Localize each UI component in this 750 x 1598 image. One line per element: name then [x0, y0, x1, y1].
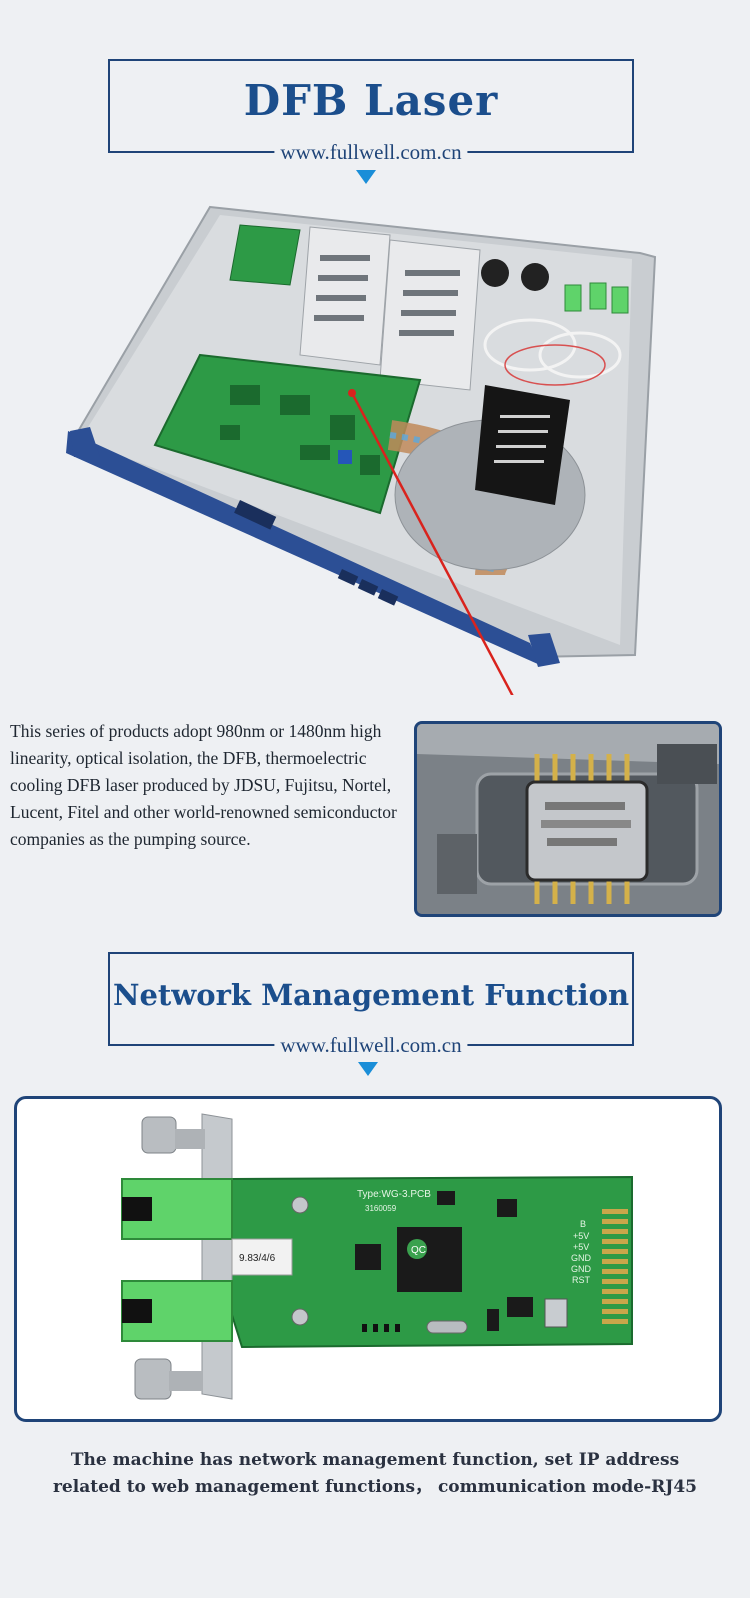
pin-label: +5V: [573, 1231, 589, 1241]
network-card-image: QC Type:WG-3.PCB 3160059 B +5V +5V GND G…: [121, 1113, 633, 1400]
section-title: DFB Laser: [243, 76, 499, 125]
network-description-line1: The machine has network management funct…: [70, 1450, 680, 1470]
section-title: Network Management Function: [112, 978, 630, 1012]
website-url[interactable]: www.fullwell.com.cn: [274, 1034, 468, 1056]
pin-label: +5V: [573, 1242, 589, 1252]
laser-module-image: [417, 724, 719, 914]
chip-label: QC: [411, 1245, 426, 1256]
pcb-type-label: Type:WG-3.PCB: [357, 1189, 431, 1200]
pcb-id-label: 3160059: [365, 1204, 397, 1213]
laser-description: This series of products adopt 980nm or 1…: [10, 721, 397, 849]
section-heading-network: Network Management Function www.fullwell…: [108, 952, 634, 1056]
pin-label: GND: [571, 1253, 592, 1263]
down-arrow-icon: [356, 170, 376, 184]
sticker-label: 9.83/4/6: [239, 1253, 276, 1264]
pin-label: RST: [572, 1275, 591, 1285]
down-arrow-icon: [358, 1062, 378, 1076]
network-card-photo: QC Type:WG-3.PCB 3160059 B +5V +5V GND G…: [14, 1096, 722, 1422]
network-description-line2: related to web management functions， com…: [52, 1477, 698, 1497]
website-url[interactable]: www.fullwell.com.cn: [274, 141, 468, 163]
pin-label: B: [580, 1219, 586, 1229]
section-heading-dfb: DFB Laser www.fullwell.com.cn: [108, 59, 634, 163]
pin-label: GND: [571, 1264, 592, 1274]
network-description: The machine has network management funct…: [0, 1447, 750, 1501]
device-photo: [66, 205, 657, 695]
laser-closeup-photo: [414, 721, 722, 917]
